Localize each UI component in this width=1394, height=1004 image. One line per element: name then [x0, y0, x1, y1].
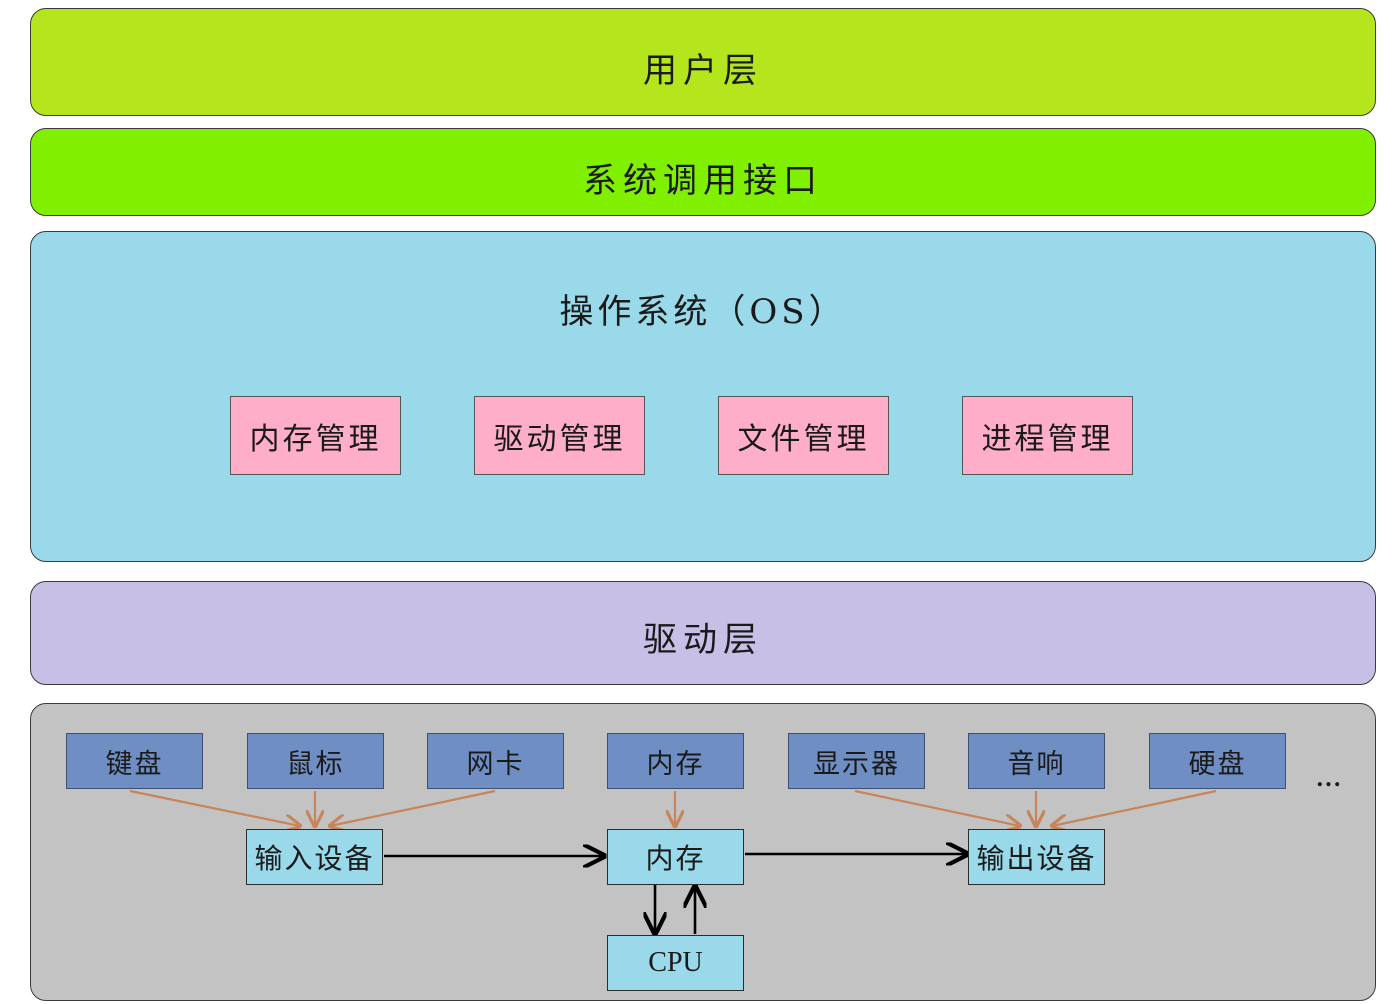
device-keyboard: 键盘	[66, 733, 203, 789]
syscall-interface-layer: 系统调用接口	[30, 128, 1376, 216]
output-device-unit: 输出设备	[968, 829, 1105, 885]
cpu-unit: CPU	[607, 935, 744, 991]
device-speaker: 音响	[968, 733, 1105, 789]
device-hard-disk: 硬盘	[1149, 733, 1286, 789]
device-network-card: 网卡	[427, 733, 564, 789]
user-layer: 用户层	[30, 8, 1376, 116]
syscall-interface-label: 系统调用接口	[583, 161, 823, 201]
os-module-driver-management: 驱动管理	[474, 396, 645, 475]
input-device-unit: 输入设备	[246, 829, 383, 885]
device-mouse: 鼠标	[247, 733, 384, 789]
driver-layer: 驱动层	[30, 581, 1376, 685]
os-module-file-management: 文件管理	[718, 396, 889, 475]
os-module-memory-management: 内存管理	[230, 396, 401, 475]
more-devices-ellipsis: ...	[1316, 766, 1342, 792]
os-module-process-management: 进程管理	[962, 396, 1133, 475]
driver-layer-label: 驱动层	[643, 620, 763, 660]
device-memory: 内存	[607, 733, 744, 789]
arrow-disk-to-output	[1052, 789, 1217, 826]
arrow-nic-to-input	[330, 789, 496, 826]
os-layer-label: 操作系统（OS）	[559, 292, 847, 332]
arrow-display-to-output	[854, 789, 1020, 826]
user-layer-label: 用户层	[643, 51, 763, 91]
memory-unit: 内存	[607, 829, 744, 885]
arrow-keyboard-to-input	[129, 789, 300, 826]
device-display: 显示器	[788, 733, 925, 789]
